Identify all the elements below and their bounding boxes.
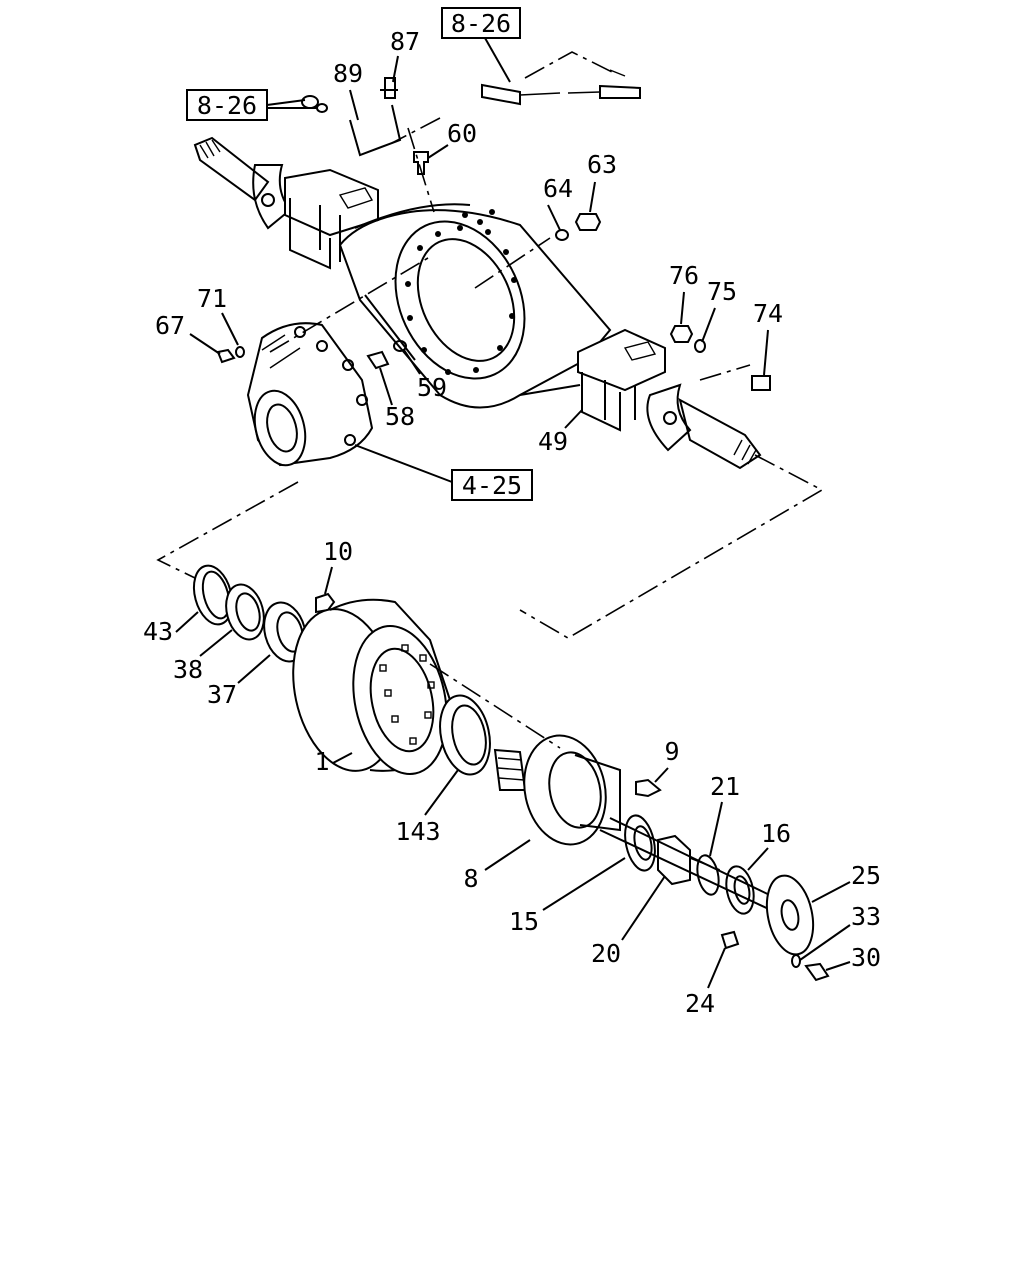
ref-box-8-26-top[interactable]: 8-26: [441, 7, 521, 83]
callout-60[interactable]: 60: [427, 119, 477, 159]
hub-drum-assembly: [192, 564, 830, 982]
callout-71[interactable]: 71: [197, 284, 239, 346]
svg-text:143: 143: [395, 817, 440, 846]
svg-text:16: 16: [761, 819, 791, 848]
ref-box-4-25[interactable]: 4-25: [354, 444, 533, 501]
callout-43[interactable]: 43: [143, 611, 199, 646]
callout-143[interactable]: 143: [395, 769, 459, 846]
callout-15[interactable]: 15: [509, 857, 626, 936]
svg-text:74: 74: [753, 299, 783, 328]
svg-text:1: 1: [314, 747, 329, 776]
callout-64[interactable]: 64: [543, 174, 573, 231]
svg-text:87: 87: [390, 27, 420, 56]
callout-58[interactable]: 58: [379, 367, 415, 431]
svg-text:24: 24: [685, 989, 715, 1018]
callout-33[interactable]: 33: [799, 902, 881, 961]
svg-text:20: 20: [591, 939, 621, 968]
svg-text:76: 76: [669, 261, 699, 290]
callout-87[interactable]: 87: [390, 27, 420, 83]
callout-25[interactable]: 25: [811, 861, 881, 903]
svg-text:30: 30: [851, 943, 881, 972]
top-fittings: [301, 69, 771, 391]
callout-74[interactable]: 74: [753, 299, 783, 376]
svg-text:49: 49: [538, 427, 568, 456]
svg-text:8: 8: [463, 864, 478, 893]
ref-label: 4-25: [462, 471, 522, 500]
svg-text:43: 43: [143, 617, 173, 646]
callout-20[interactable]: 20: [591, 875, 666, 968]
callout-76[interactable]: 76: [669, 261, 699, 325]
callout-67[interactable]: 67: [155, 311, 221, 355]
svg-text:38: 38: [173, 655, 203, 684]
callout-63[interactable]: 63: [587, 150, 617, 213]
svg-text:58: 58: [385, 402, 415, 431]
svg-text:21: 21: [710, 772, 740, 801]
ref-label: 8-26: [197, 91, 257, 120]
callout-24[interactable]: 24: [685, 947, 726, 1018]
callout-49[interactable]: 49: [538, 409, 583, 456]
callouts: 87 89 60 63 64 76 75 74 71 67 58 59 49 1…: [143, 27, 881, 1018]
svg-text:60: 60: [447, 119, 477, 148]
svg-text:63: 63: [587, 150, 617, 179]
callout-38[interactable]: 38: [173, 629, 233, 684]
callout-1[interactable]: 1: [314, 747, 353, 776]
svg-text:25: 25: [851, 861, 881, 890]
callout-37[interactable]: 37: [207, 654, 271, 709]
upper-guide-lines: [156, 51, 824, 639]
svg-text:10: 10: [323, 537, 353, 566]
callout-89[interactable]: 89: [333, 59, 363, 121]
ref-label: 8-26: [451, 9, 511, 38]
svg-text:9: 9: [664, 737, 679, 766]
svg-text:64: 64: [543, 174, 573, 203]
callout-75[interactable]: 75: [701, 277, 737, 343]
callout-16[interactable]: 16: [747, 819, 791, 871]
svg-text:15: 15: [509, 907, 539, 936]
svg-text:67: 67: [155, 311, 185, 340]
svg-text:59: 59: [417, 373, 447, 402]
svg-text:75: 75: [707, 277, 737, 306]
svg-text:37: 37: [207, 680, 237, 709]
callout-8[interactable]: 8: [463, 839, 531, 893]
callout-59[interactable]: 59: [403, 349, 447, 402]
callout-21[interactable]: 21: [709, 772, 740, 857]
differential-carrier: [216, 322, 407, 467]
svg-text:71: 71: [197, 284, 227, 313]
callout-10[interactable]: 10: [323, 537, 353, 595]
ref-box-8-26-left[interactable]: 8-26: [186, 89, 318, 121]
callout-9[interactable]: 9: [654, 737, 680, 783]
axle-housing: [193, 136, 762, 470]
svg-text:89: 89: [333, 59, 363, 88]
callout-30[interactable]: 30: [825, 943, 881, 972]
svg-text:33: 33: [851, 902, 881, 931]
